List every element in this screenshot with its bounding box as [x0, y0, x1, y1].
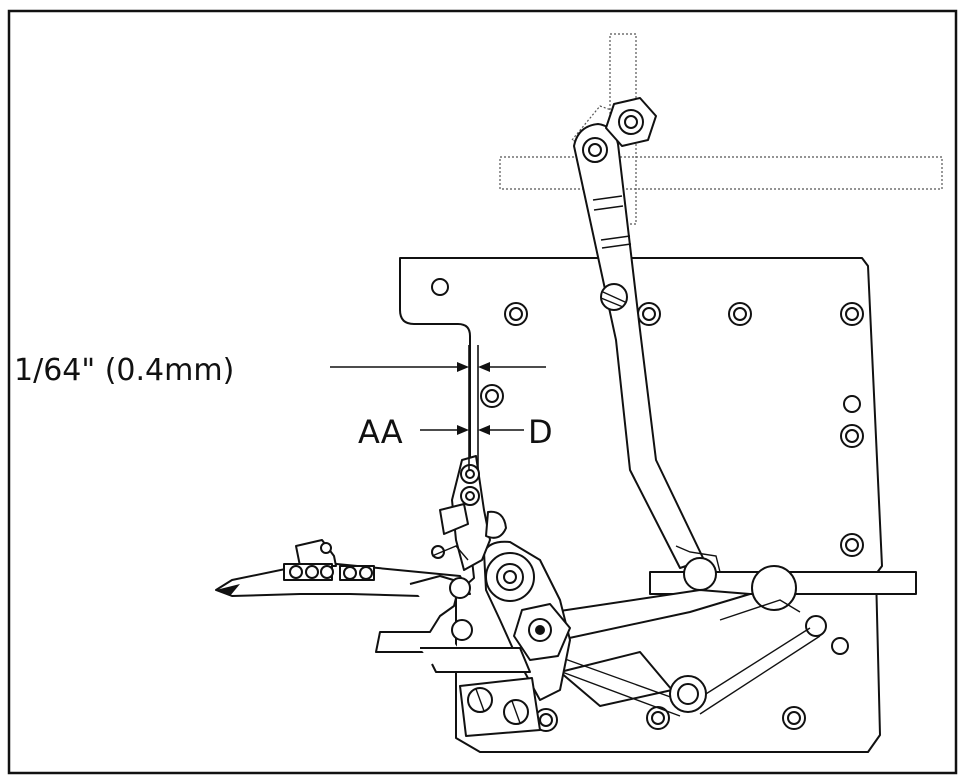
lower-linkage — [529, 589, 821, 717]
crank-assembly — [483, 540, 571, 701]
hex-nut-top — [605, 97, 657, 147]
lower-screw-block — [459, 677, 541, 737]
gap-measurement — [330, 345, 546, 470]
plate-holes — [431, 278, 864, 732]
drive-rod — [649, 545, 917, 611]
blade-assembly — [431, 455, 507, 571]
looper-arm — [215, 539, 531, 673]
phantom-horizontal-bar — [499, 156, 943, 190]
part-d-label: D — [528, 413, 553, 451]
part-aa-label: AA — [358, 413, 403, 451]
clearance-label: 1/64" (0.4mm) — [14, 353, 234, 388]
